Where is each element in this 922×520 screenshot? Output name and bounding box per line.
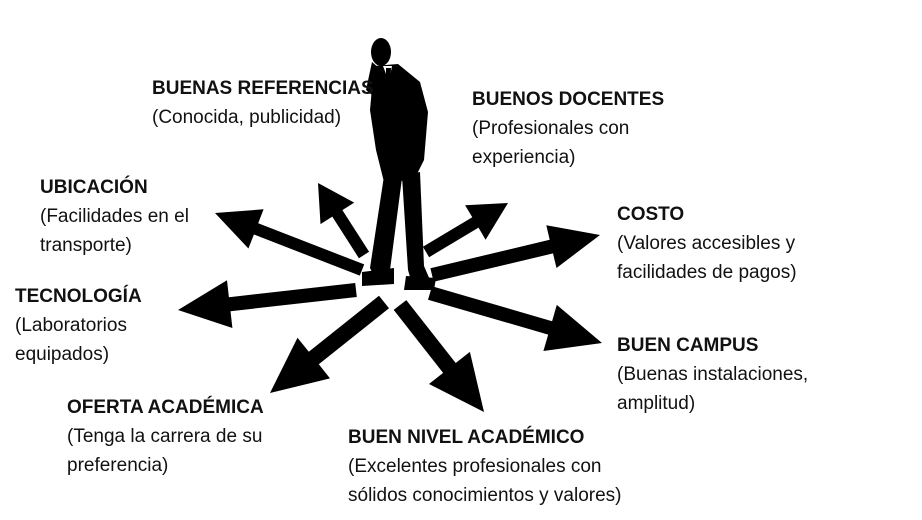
factor-label-buen-campus: BUEN CAMPUS (Buenas instalaciones, ampli… xyxy=(617,331,808,418)
factor-desc: experiencia) xyxy=(472,147,576,168)
factor-label-costo: COSTO (Valores accesibles y facilidades … xyxy=(617,200,797,287)
factor-title: UBICACIÓN xyxy=(40,177,148,198)
factor-label-tecnologia: TECNOLOGÍA (Laboratorios equipados) xyxy=(15,282,142,369)
factor-label-buenas-referencias: BUENAS REFERENCIAS (Conocida, publicidad… xyxy=(152,74,374,132)
arrow-tecnologia xyxy=(178,280,357,328)
factor-label-oferta-academica: OFERTA ACADÉMICA (Tenga la carrera de su… xyxy=(67,393,264,480)
factor-label-buenos-docentes: BUENOS DOCENTES (Profesionales con exper… xyxy=(472,85,664,172)
arrow-buenos-docentes xyxy=(422,203,508,258)
arrow-oferta-academica xyxy=(270,295,389,393)
factor-title: BUEN NIVEL ACADÉMICO xyxy=(348,427,585,448)
factor-desc: facilidades de pagos) xyxy=(617,262,797,283)
factor-desc: (Facilidades en el xyxy=(40,206,189,227)
factor-desc: (Conocida, publicidad) xyxy=(152,107,342,128)
factor-title: TECNOLOGÍA xyxy=(15,286,142,307)
factor-desc: amplitud) xyxy=(617,393,696,414)
factor-desc: transporte) xyxy=(40,235,132,256)
factor-desc: sólidos conocimientos y valores) xyxy=(348,485,622,506)
arrow-costo xyxy=(430,225,600,282)
factor-title: BUENOS DOCENTES xyxy=(472,89,665,110)
arrow-buenas-referencias xyxy=(318,183,370,259)
businessman-icon xyxy=(362,38,436,290)
factor-desc: (Profesionales con xyxy=(472,118,630,139)
factor-label-buen-nivel-academico: BUEN NIVEL ACADÉMICO (Excelentes profesi… xyxy=(348,423,622,510)
arrow-buen-nivel-academico xyxy=(393,300,484,412)
factor-desc: (Tenga la carrera de su xyxy=(67,426,263,447)
factor-desc: equipados) xyxy=(15,344,110,365)
arrow-ubicacion xyxy=(215,209,365,276)
factor-title: OFERTA ACADÉMICA xyxy=(67,397,264,418)
arrow-group xyxy=(178,183,602,412)
factor-label-ubicacion: UBICACIÓN (Facilidades en el transporte) xyxy=(40,173,189,260)
factor-desc: preferencia) xyxy=(67,455,169,476)
arrow-buen-campus xyxy=(428,286,602,351)
factor-desc: (Valores accesibles y xyxy=(617,233,796,254)
factor-desc: (Laboratorios xyxy=(15,315,127,336)
factor-title: COSTO xyxy=(617,204,685,225)
factor-desc: (Buenas instalaciones, xyxy=(617,364,809,385)
factor-title: BUENAS REFERENCIAS xyxy=(152,78,374,99)
factor-desc: (Excelentes profesionales con xyxy=(348,456,602,477)
factor-title: BUEN CAMPUS xyxy=(617,335,759,356)
